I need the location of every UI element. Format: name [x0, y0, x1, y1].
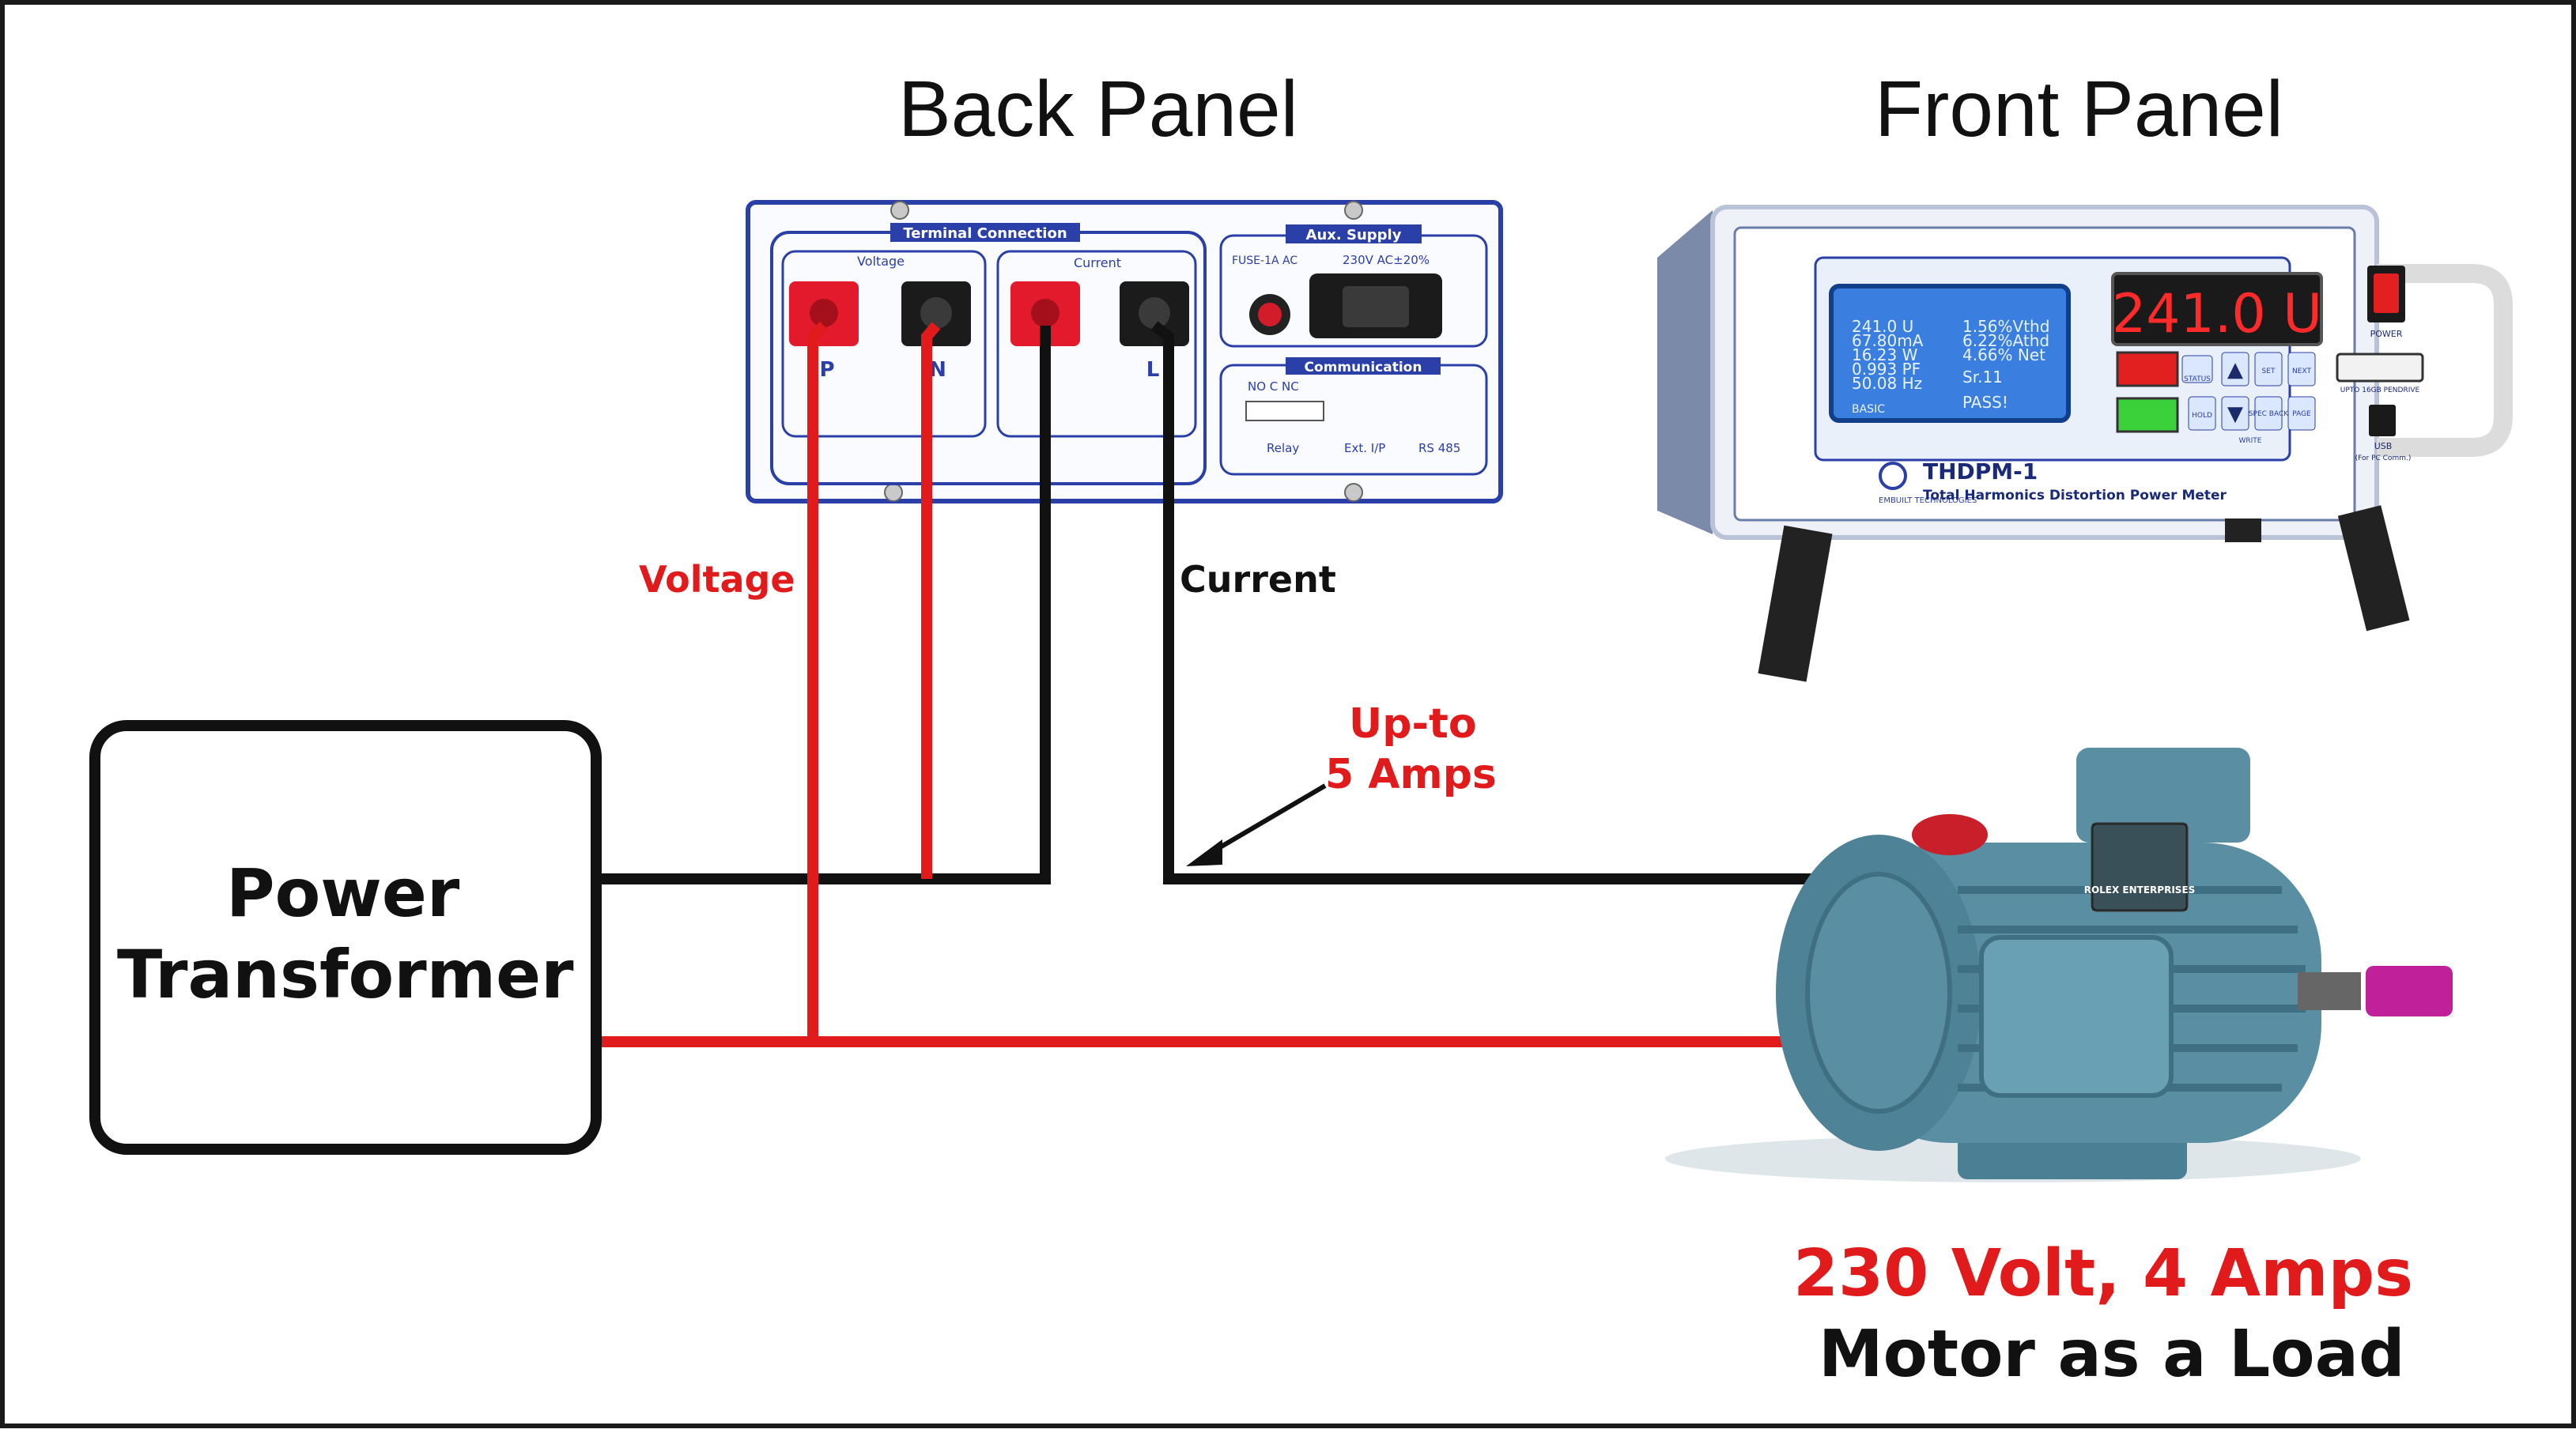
lcd-line: 0.993 PF: [1852, 360, 1921, 379]
wires: [596, 321, 1894, 1047]
communication-title: Communication: [1305, 360, 1422, 375]
motor-icon: ROLEX ENTERPRISES: [1665, 748, 2453, 1182]
voltage-terminal-label: Voltage: [857, 254, 905, 269]
screw-icon: [884, 483, 903, 502]
load-description-label: Motor as a Load: [1819, 1317, 2405, 1392]
upto-label-line1: Up-to: [1349, 700, 1477, 748]
voltage-wire-label: Voltage: [639, 558, 795, 601]
status-indicator: [2116, 397, 2179, 433]
terminal-l-label: L: [1146, 358, 1160, 382]
model-desc-label: Total Harmonics Distortion Power Meter: [1923, 488, 2227, 503]
led-display: [2111, 272, 2323, 346]
btn-spec-label: SPEC BACK: [2249, 410, 2289, 418]
back-panel-heading: Back Panel: [898, 65, 1298, 153]
svg-text:▼: ▼: [2227, 402, 2243, 426]
current-arrow: [1186, 783, 1327, 866]
power-transformer-box: [89, 720, 602, 1155]
btn-status-label: STATUS: [2184, 375, 2211, 383]
motor-plate-brand: ROLEX ENTERPRISES: [2084, 884, 2196, 896]
ext-ip-label: Ext. I/P: [1344, 441, 1385, 455]
wiring-diagram: Terminal Connection Voltage Current P N …: [89, 200, 2513, 1182]
btn-next-label: NEXT: [2292, 368, 2311, 375]
up-arrow-button: [2221, 352, 2249, 387]
lcd-line: BASIC: [1852, 403, 1885, 416]
screw-icon: [1344, 201, 1363, 220]
usb-b-port-icon: [2369, 405, 2396, 436]
ac-rating-label: 230V AC±20%: [1343, 253, 1430, 267]
wire-voltage-n: [921, 322, 941, 879]
transformer-label-line1: Power: [226, 854, 460, 932]
btn-hold-label: HOLD: [2192, 412, 2212, 420]
power-label: POWER: [2370, 329, 2403, 339]
back-panel: Terminal Connection Voltage Current P N …: [746, 200, 1503, 503]
usb-label: USB: [2374, 441, 2393, 451]
relay-label: Relay: [1267, 441, 1299, 455]
lcd-line: 16.23 W: [1852, 345, 1918, 364]
lcd-line: 1.56%Vthd: [1962, 317, 2049, 336]
rs485-label: RS 485: [1418, 441, 1460, 455]
lcd-line: 241.0 U: [1852, 317, 1913, 336]
screw-icon: [890, 201, 909, 220]
motor-badge-icon: [1912, 814, 1988, 855]
lcd-line: 4.66% Net: [1962, 345, 2045, 364]
aux-supply-title: Aux. Supply: [1306, 227, 1402, 243]
screw-icon: [1344, 483, 1363, 502]
front-panel-instrument: 241.0 U 67.80mA 16.23 W 0.993 PF 50.08 H…: [1657, 205, 2513, 682]
status-indicator: [2116, 351, 2179, 387]
terminal-n-label: N: [929, 358, 946, 382]
relay-pins-label: NO C NC: [1248, 379, 1299, 394]
front-panel-heading: Front Panel: [1875, 65, 2283, 153]
btn-page-label: PAGE: [2292, 410, 2311, 418]
lcd-line: PASS!: [1962, 393, 2008, 412]
motor-shaft: [2366, 966, 2453, 1016]
model-label: THDPM-1: [1923, 458, 2038, 485]
fuse-label: FUSE-1A AC: [1232, 255, 1297, 267]
load-rating-label: 230 Volt, 4 Amps: [1793, 1236, 2414, 1311]
down-arrow-button: [2221, 396, 2249, 431]
led-reading: 241.0 U: [2112, 283, 2322, 345]
brand-label: EMBUILT TECHNOLOGIES: [1879, 496, 1977, 505]
current-terminal-label: Current: [1074, 255, 1121, 270]
btn-set-label: SET: [2262, 368, 2276, 375]
svg-text:▲: ▲: [2227, 358, 2243, 382]
transformer-label-line2: Transformer: [117, 936, 574, 1013]
upto-label-line2: 5 Amps: [1325, 751, 1497, 798]
terminal-connection-title: Terminal Connection: [903, 225, 1067, 242]
pendrive-label: UPTO 16GB PENDRIVE: [2340, 387, 2420, 394]
lcd-line: 50.08 Hz: [1852, 374, 1922, 393]
lcd-line: Sr.11: [1962, 368, 2003, 387]
usb-note-label: (For PC Comm.): [2355, 454, 2412, 462]
lcd-line: 6.22%Athd: [1962, 331, 2049, 350]
lcd-line: 67.80mA: [1852, 331, 1924, 350]
wire-voltage-p: [807, 322, 828, 1042]
usb-port-icon: [2336, 353, 2424, 383]
wire-current-in: [596, 326, 1051, 884]
lcd-screen: [1829, 284, 2071, 423]
brand-logo-icon: [1879, 462, 1907, 490]
terminal-p-label: P: [819, 358, 834, 382]
wire-current-out: [1150, 321, 1894, 884]
current-wire-label: Current: [1180, 558, 1336, 601]
btn-write-label: WRITE: [2239, 437, 2262, 445]
